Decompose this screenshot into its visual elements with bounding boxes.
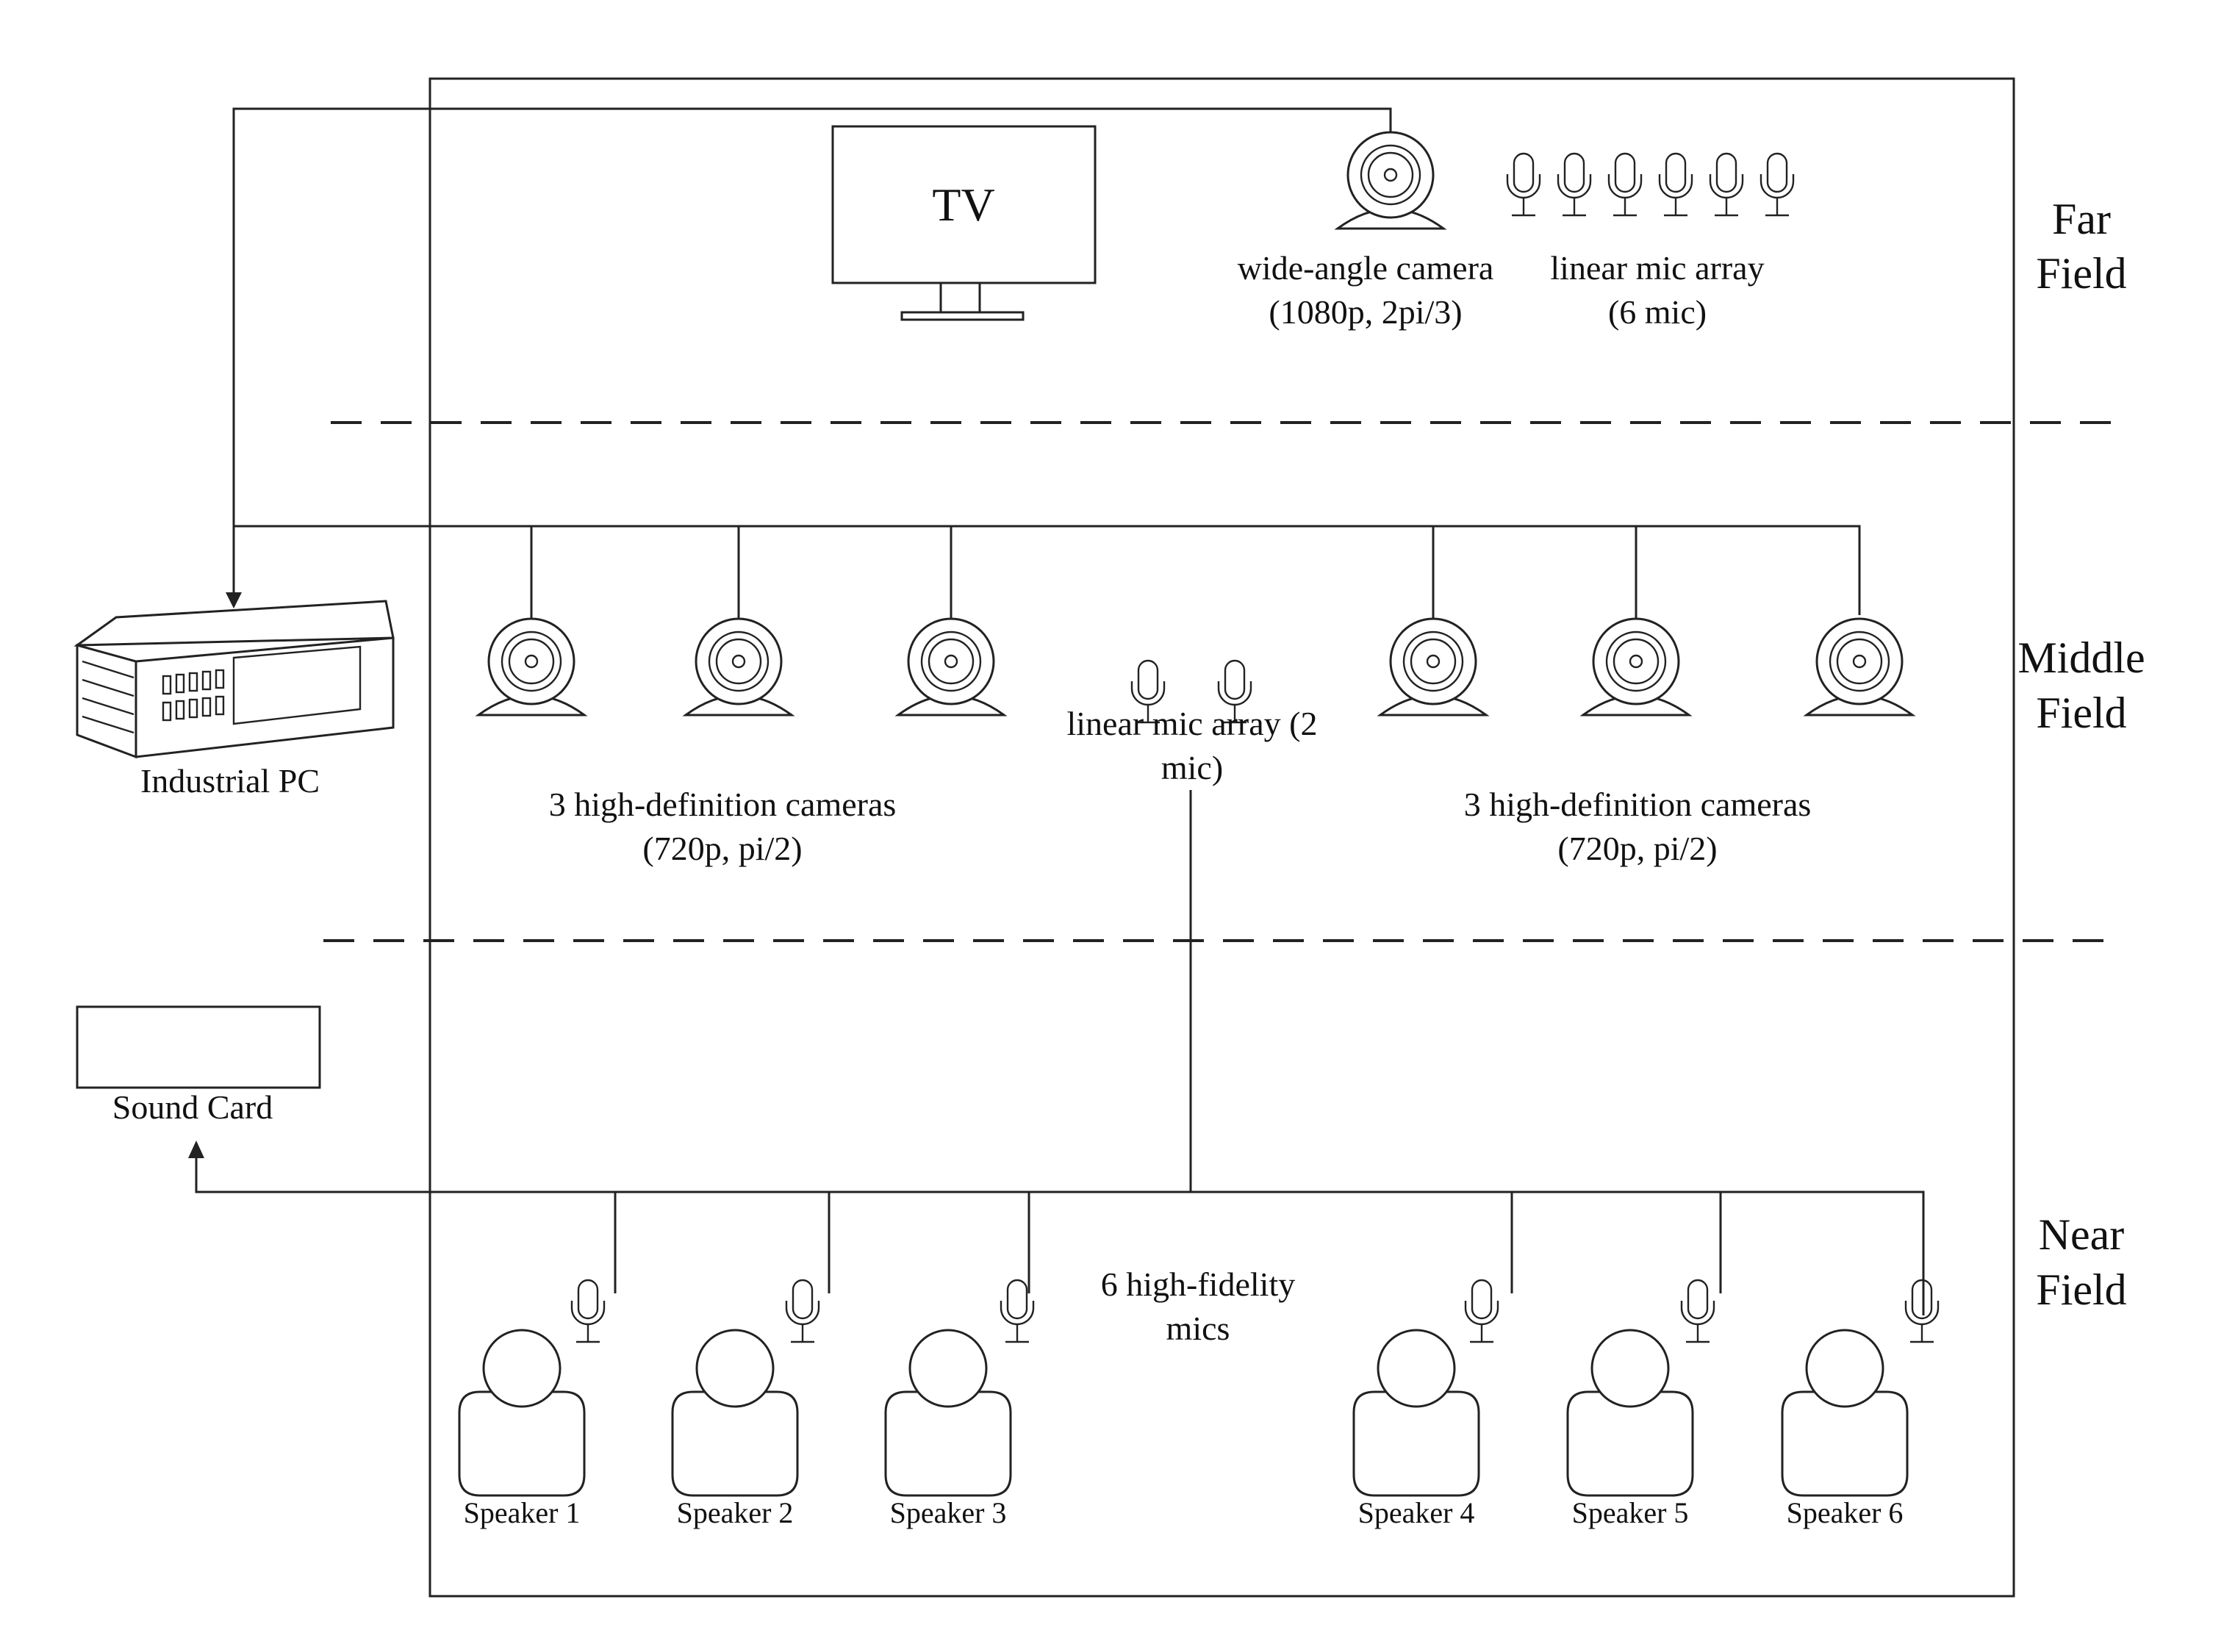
far-field-label-line2: Field [2036, 249, 2126, 298]
person-icon [884, 1329, 1012, 1497]
sound-card-input-arrow [188, 1141, 204, 1158]
hd-cameras-left-label-line2: (720p, pi/2) [642, 830, 802, 867]
speaker-5-label: Speaker 5 [1572, 1496, 1689, 1529]
far-mic-array-label-line1: linear mic array [1550, 249, 1764, 287]
far-mic-array-icons [1506, 152, 1795, 217]
camera-wiring [226, 107, 1861, 661]
middle-field-label-line2: Field [2036, 689, 2126, 737]
tv-screen: TV [831, 125, 1097, 321]
mic-icon [1709, 152, 1744, 217]
person-icon [1781, 1329, 1909, 1497]
mic-icon [1658, 152, 1693, 217]
middle-mic-array-label-line1: linear mic array (2 [1067, 705, 1318, 742]
person-icon [1566, 1329, 1694, 1497]
sound-card-box [76, 1005, 321, 1089]
mic-icon [1464, 1279, 1499, 1343]
hd-cameras-left-label-line1: 3 high-definition cameras [549, 786, 897, 823]
hd-cameras-right [1379, 617, 1914, 717]
sound-card-label: Sound Card [112, 1088, 273, 1126]
hd-cameras-right-label-line2: (720p, pi/2) [1557, 830, 1717, 867]
camera-icon [897, 617, 1005, 717]
camera-icon [477, 617, 586, 717]
mic-icon [1557, 152, 1592, 217]
near-mics-label-line2: mics [1166, 1310, 1230, 1347]
mic-icon [1680, 1279, 1715, 1343]
wide-camera-label-line1: wide-angle camera [1238, 249, 1494, 287]
mic-icon [1607, 152, 1643, 217]
tv-label: TV [932, 179, 994, 231]
camera-icon [684, 617, 793, 717]
industrial-pc-icon [73, 600, 395, 759]
mic-icon [785, 1279, 820, 1343]
hd-cameras-left [477, 617, 1005, 717]
person-icon [671, 1329, 799, 1497]
speakers [458, 1329, 1909, 1497]
middle-mic-array-label-line2: mic) [1161, 749, 1223, 786]
near-mics-label-line1: 6 high-fidelity [1101, 1265, 1295, 1303]
camera-icon [1805, 617, 1914, 717]
room-boundary [428, 77, 2015, 1598]
speaker-3-label: Speaker 3 [890, 1496, 1007, 1529]
wide-camera-label-line2: (1080p, 2pi/3) [1269, 293, 1462, 331]
person-icon [458, 1329, 586, 1497]
camera-icon [1582, 617, 1690, 717]
middle-field-label-line1: Middle [2017, 633, 2145, 682]
wide-angle-camera-icon [1336, 131, 1445, 230]
far-mic-array-label-line2: (6 mic) [1608, 293, 1707, 331]
mic-icon [570, 1279, 606, 1343]
far-field-label-line1: Far [2052, 195, 2111, 243]
speaker-2-label: Speaker 2 [677, 1496, 794, 1529]
pc-input-arrow [226, 592, 242, 608]
speaker-4-label: Speaker 4 [1358, 1496, 1475, 1529]
mic-wiring [188, 790, 1925, 1315]
speaker-1-label: Speaker 1 [464, 1496, 581, 1529]
mic-icon [1904, 1279, 1940, 1343]
near-field-label-line2: Field [2036, 1265, 2126, 1314]
person-icon [1352, 1329, 1480, 1497]
mic-icon [1506, 152, 1541, 217]
industrial-pc-label: Industrial PC [140, 762, 320, 800]
mic-icon [1760, 152, 1795, 217]
camera-icon [1379, 617, 1488, 717]
hd-cameras-right-label-line1: 3 high-definition cameras [1464, 786, 1812, 823]
speaker-6-label: Speaker 6 [1787, 1496, 1904, 1529]
near-field-label-line1: Near [2039, 1210, 2125, 1259]
